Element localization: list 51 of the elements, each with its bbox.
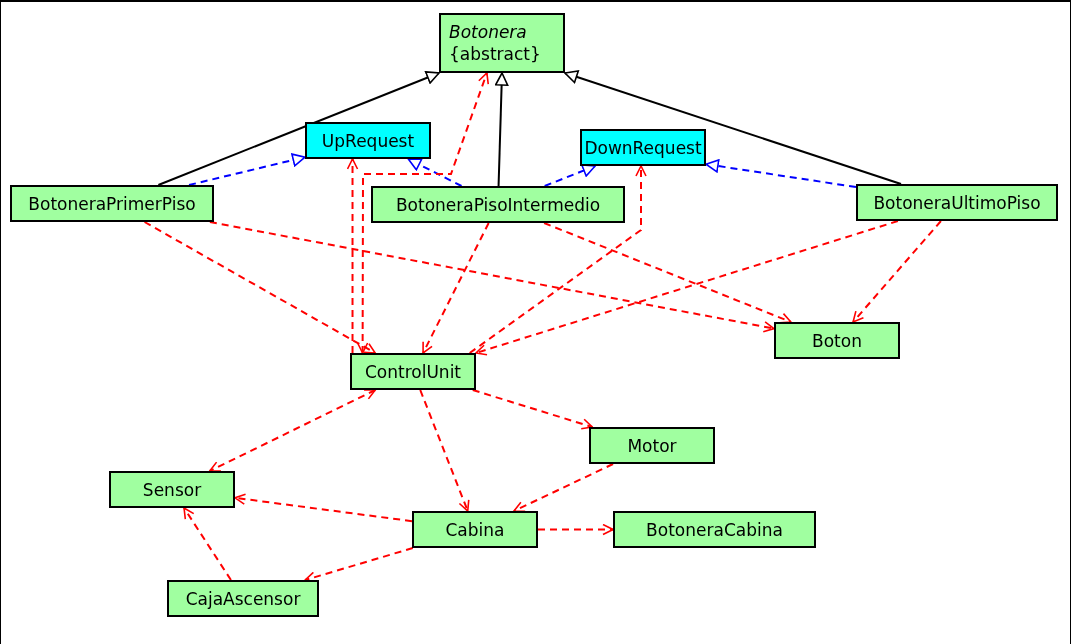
class-name: CajaAscensor xyxy=(185,587,301,610)
dependency-arrow xyxy=(208,221,775,333)
dependency-arrow xyxy=(468,165,647,354)
class-name: BotoneraPrimerPiso xyxy=(28,192,196,215)
class-name: Motor xyxy=(627,434,677,457)
class-name: Boton xyxy=(812,329,862,352)
dependency-arrow xyxy=(422,222,490,354)
generalization-arrow xyxy=(407,158,463,187)
dependency-arrow xyxy=(183,507,232,581)
class-box xyxy=(613,511,816,548)
class-name: BotoneraCabina xyxy=(646,518,783,541)
dependency-arrow xyxy=(852,220,942,323)
dependency-arrow xyxy=(346,158,359,354)
generalization-arrow xyxy=(494,72,509,187)
class-box xyxy=(371,186,625,223)
class-name: BotoneraUltimoPiso xyxy=(873,191,1041,214)
dependency-arrow xyxy=(471,389,594,430)
dependency-arrow xyxy=(475,220,899,356)
class-name: DownRequest xyxy=(584,136,702,159)
dependency-arrow xyxy=(419,389,470,512)
dependency-arrow xyxy=(513,463,614,513)
class-name: Cabina xyxy=(445,518,505,541)
class-box xyxy=(305,122,431,159)
class-box xyxy=(10,185,214,222)
generalization-arrow xyxy=(543,164,597,187)
generalization-arrow xyxy=(188,153,306,186)
class-name: UpRequest xyxy=(321,129,415,152)
dependency-arrow xyxy=(208,389,377,472)
class-box xyxy=(856,184,1058,221)
dependency-arrow xyxy=(143,221,377,354)
dependency-arrow xyxy=(543,222,792,324)
dependency-arrow xyxy=(234,493,413,523)
class-box xyxy=(350,353,476,390)
generalization-arrow xyxy=(705,159,857,189)
stereotype-label: {abstract} xyxy=(449,43,541,65)
dependency-arrow xyxy=(304,547,414,583)
generalization-arrow xyxy=(564,70,902,185)
class-name: ControlUnit xyxy=(364,360,462,383)
class-box xyxy=(439,13,565,73)
class-box xyxy=(580,129,706,166)
class-box xyxy=(412,511,538,548)
class-box xyxy=(774,322,900,359)
dependency-arrow xyxy=(537,523,614,536)
class-box xyxy=(589,427,715,464)
generalization-arrow xyxy=(157,71,440,186)
class-name: Botonera xyxy=(449,21,527,43)
class-box xyxy=(109,471,235,508)
class-box xyxy=(167,580,319,617)
dependency-arrow xyxy=(356,72,490,354)
class-name: BotoneraPisoIntermedio xyxy=(395,193,601,216)
class-name: Sensor xyxy=(142,478,202,501)
